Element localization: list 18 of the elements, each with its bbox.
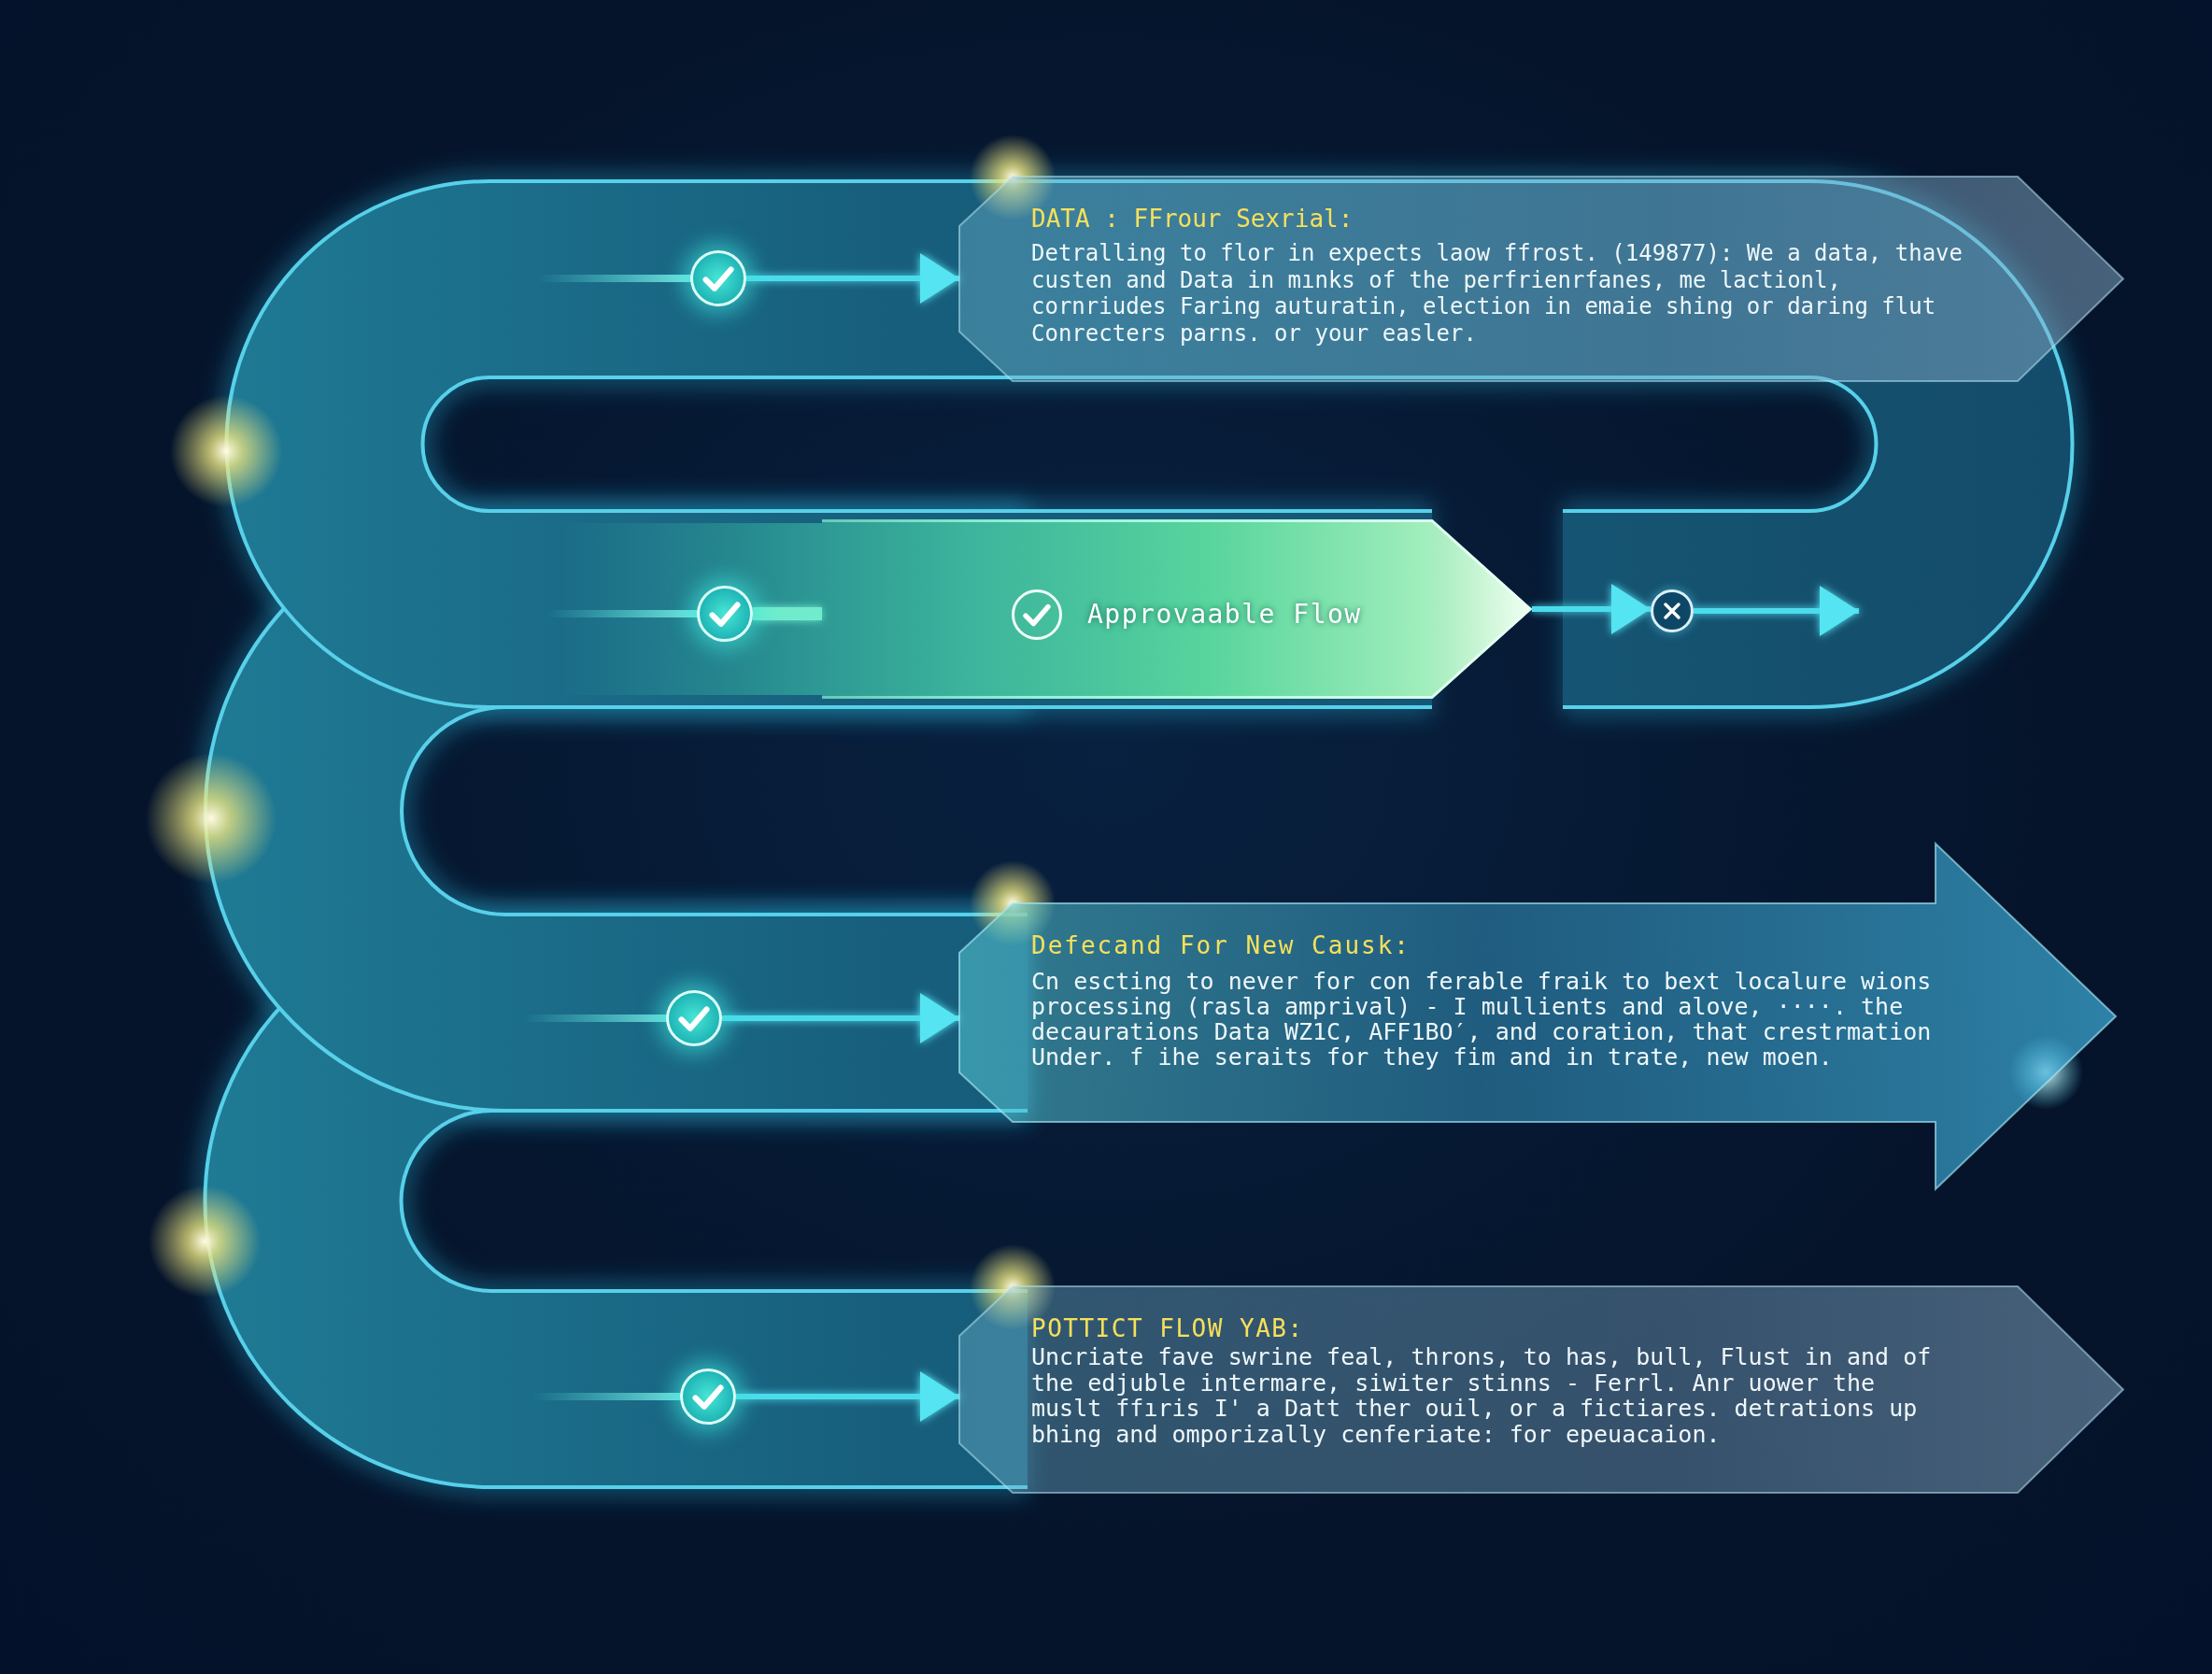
flow-label: Approvaable Flow (1087, 599, 1362, 631)
panel-text: Detralling to flor in expects laow ffrost. (149877): We a data, thave custen and Data in mınks of the perfrienrfanes, me lactionl, cornriudes Faring auturatin, election in emaie shing or daring flut Conrecters parns. or your easler. (1031, 240, 1964, 348)
arrow-panel (959, 844, 2116, 1189)
cross-circle-icon (1651, 589, 1694, 632)
glow-arrow (722, 993, 959, 1043)
glow-line (753, 607, 822, 620)
glowing-arrow (822, 519, 1532, 699)
panel-title: POTTICT FLOW YAB: (1031, 1314, 1304, 1342)
glow-arrow (746, 253, 959, 304)
glow-arrow (1532, 584, 1651, 634)
chevron-panel (959, 1286, 2123, 1493)
panel-title: Defecand For New Causk: (1031, 931, 1411, 959)
chevron-panel (959, 177, 2123, 381)
panel-text: Uncriate fave swrine feal, throns, to has, bull, Flust in and of the edjuble intermare, siwiter stinns - Ferrl. Anr uower the muslt ffıris I' a Datt ther ouil, or a fictiares. detrations up bhing and omporizally cenferiate: for epeuacaion. (1031, 1344, 1932, 1448)
glow-arrow (1694, 586, 1859, 636)
glow-arrow (736, 1371, 959, 1422)
panel-title: DATA : FFrour Sexrial: (1031, 205, 1354, 233)
panel-text: Cn escting to never for con ferable fraik to bext localure wions processing (rasla amprival) - I mullients and alove, ····. the decaurations Data WZ1C, AFF1BO′, and coration, that crestrmation Under. f ihe seraits for they fim and in trate, new moen. (1031, 969, 1933, 1070)
